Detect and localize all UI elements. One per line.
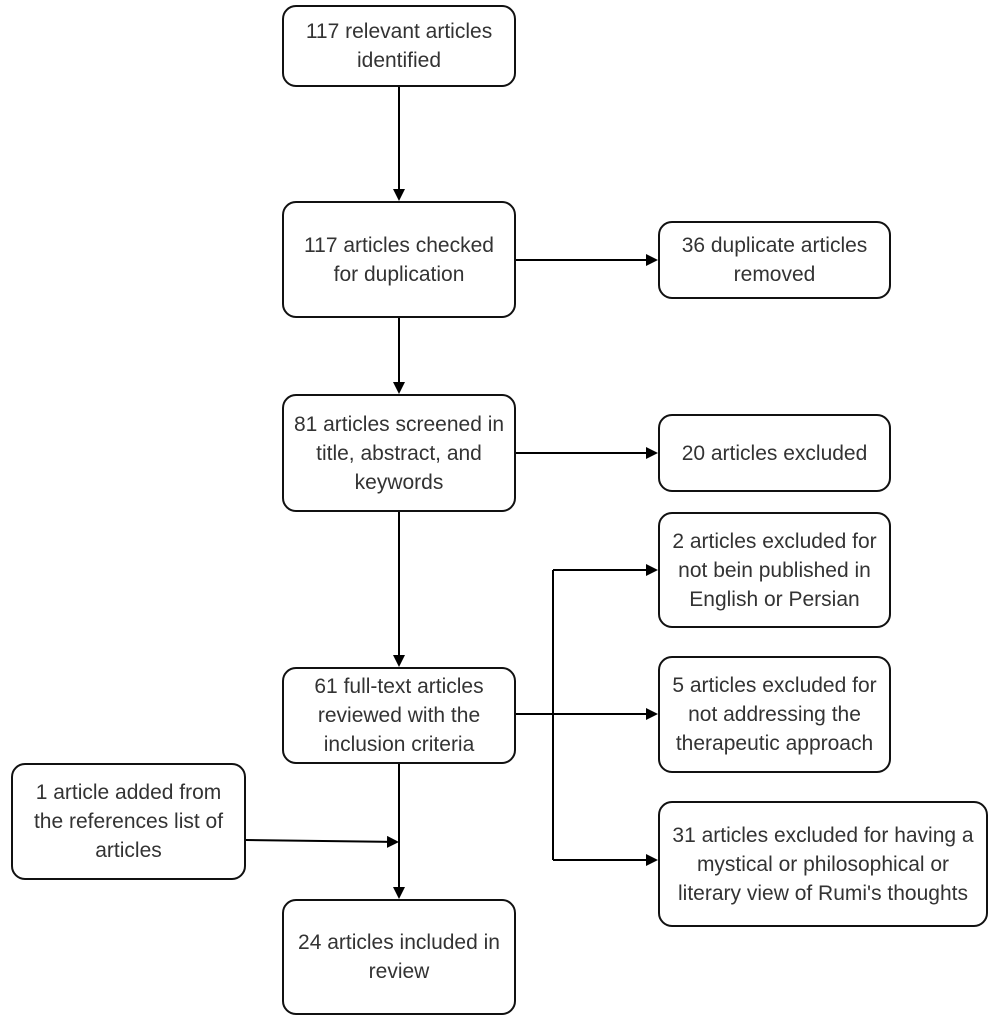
screened-text: 81 articles screened in title, abstract,… bbox=[293, 412, 505, 494]
arrow-added-to-flow bbox=[245, 835, 399, 848]
screened-box: 81 articles screened in title, abstract,… bbox=[282, 394, 516, 512]
excluded-screen-box: 20 articles excluded bbox=[658, 414, 891, 492]
duplicates-box: 36 duplicate articles removed bbox=[658, 221, 891, 299]
excluded-language-text: 2 articles excluded for not bein publish… bbox=[672, 529, 877, 611]
identified-text: 117 relevant articles identified bbox=[305, 20, 493, 72]
added-box: 1 article added from the references list… bbox=[11, 763, 246, 880]
checked-box: 117 articles checked for duplication bbox=[282, 201, 516, 318]
checked-text: 117 articles checked for duplication bbox=[304, 233, 494, 286]
added-text: 1 article added from the references list… bbox=[33, 781, 224, 862]
excluded-approach-text: 5 articles excluded for not addressing t… bbox=[672, 674, 877, 755]
excluded-view-box: 31 articles excluded for having a mystic… bbox=[658, 801, 988, 927]
excluded-screen-text: 20 articles excluded bbox=[681, 441, 868, 465]
fulltext-box: 61 full-text articles reviewed with the … bbox=[282, 667, 516, 764]
included-box: 24 articles included in review bbox=[282, 899, 516, 1015]
excluded-approach-box: 5 articles excluded for not addressing t… bbox=[658, 656, 891, 773]
excluded-view-text: 31 articles excluded for having a mystic… bbox=[672, 823, 974, 905]
excluded-language-box: 2 articles excluded for not bein publish… bbox=[658, 512, 891, 628]
duplicates-text: 36 duplicate articles removed bbox=[681, 234, 868, 286]
included-text: 24 articles included in review bbox=[298, 931, 500, 983]
identified-box: 117 relevant articles identified bbox=[282, 5, 516, 87]
fulltext-text: 61 full-text articles reviewed with the … bbox=[314, 675, 484, 756]
